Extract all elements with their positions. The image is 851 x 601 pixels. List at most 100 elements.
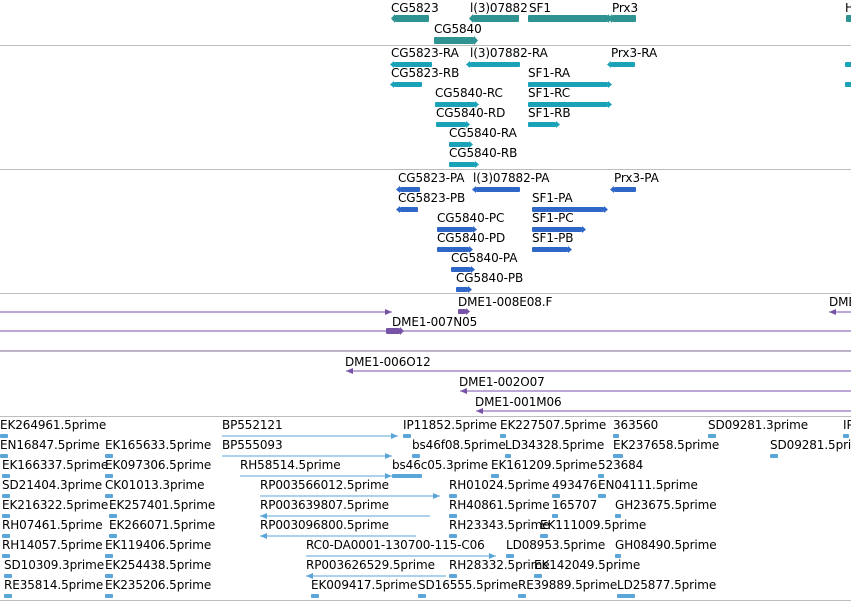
- est-glyph[interactable]: [4, 574, 12, 578]
- est-label[interactable]: SD21404.3prime: [2, 478, 103, 492]
- est-glyph[interactable]: [491, 474, 499, 478]
- est-glyph[interactable]: [552, 514, 558, 518]
- transcript-label[interactable]: Prx3-RA: [611, 46, 658, 60]
- est-label[interactable]: 165707: [552, 498, 598, 512]
- gene-glyph[interactable]: [846, 15, 851, 22]
- clone-label[interactable]: DME1-001M06: [475, 395, 562, 409]
- est-label[interactable]: bs46c05.3prime: [392, 458, 489, 472]
- est-label[interactable]: RC0-DA0001-130700-115-C06: [306, 538, 485, 552]
- transcript-glyph[interactable]: [449, 161, 479, 168]
- est-glyph[interactable]: [708, 434, 716, 438]
- est-label[interactable]: EK097306.5prime: [105, 458, 212, 472]
- protein-glyph[interactable]: [437, 246, 473, 253]
- est-label[interactable]: SD16555.5prime: [418, 578, 519, 592]
- transcript-label[interactable]: SF1-RA: [528, 66, 570, 80]
- est-label[interactable]: CK01013.3prime: [105, 478, 205, 492]
- protein-label[interactable]: Prx3-PA: [614, 171, 659, 185]
- est-label[interactable]: EK257401.5prime: [109, 498, 216, 512]
- clone-glyph[interactable]: [476, 408, 851, 414]
- est-glyph[interactable]: [2, 494, 10, 498]
- gene-label[interactable]: CG5840: [434, 22, 482, 36]
- protein-glyph[interactable]: [532, 226, 586, 233]
- est-label[interactable]: EK254438.5prime: [105, 558, 212, 572]
- est-label[interactable]: RH23343.5prime: [449, 518, 550, 532]
- protein-glyph[interactable]: [451, 266, 475, 273]
- transcript-label[interactable]: CG5840-RC: [435, 86, 503, 100]
- est-glyph[interactable]: [2, 554, 10, 558]
- est-label[interactable]: RE35814.5prime: [4, 578, 104, 592]
- transcript-label[interactable]: CG5823-RA: [391, 46, 459, 60]
- est-glyph[interactable]: [105, 474, 113, 478]
- est-glyph[interactable]: [240, 473, 392, 479]
- est-label[interactable]: RH58514.5prime: [240, 458, 341, 472]
- transcript-glyph[interactable]: [390, 61, 432, 68]
- protein-label[interactable]: l(3)07882-PA: [473, 171, 550, 185]
- est-label[interactable]: EK165633.5prime: [105, 438, 212, 452]
- clone-glyph[interactable]: [386, 327, 404, 335]
- est-glyph[interactable]: [0, 454, 8, 458]
- est-label[interactable]: IP11852.5prime: [403, 418, 497, 432]
- est-glyph[interactable]: [418, 594, 426, 598]
- est-glyph[interactable]: [109, 514, 117, 518]
- gene-glyph[interactable]: [608, 14, 636, 23]
- est-label[interactable]: BP552121: [222, 418, 283, 432]
- protein-label[interactable]: CG5823-PA: [398, 171, 465, 185]
- est-glyph[interactable]: [222, 433, 398, 439]
- est-label[interactable]: RP003626529.5prime: [306, 558, 435, 572]
- est-label[interactable]: 363560: [613, 418, 659, 432]
- est-glyph[interactable]: [260, 513, 430, 519]
- est-label[interactable]: RE39889.5prime: [518, 578, 618, 592]
- clone-label[interactable]: DME1-008E08.F: [458, 295, 553, 309]
- est-glyph[interactable]: [843, 434, 849, 438]
- est-glyph[interactable]: [598, 494, 606, 498]
- est-glyph[interactable]: [449, 574, 457, 578]
- protein-label[interactable]: CG5840-PD: [437, 231, 506, 245]
- est-label[interactable]: 493476: [552, 478, 598, 492]
- protein-glyph[interactable]: [532, 246, 572, 253]
- clone-glyph[interactable]: [458, 308, 470, 315]
- est-label[interactable]: SD09281.5prime: [770, 438, 851, 452]
- est-label[interactable]: LD34328.5prime: [505, 438, 605, 452]
- protein-label[interactable]: CG5840-PB: [456, 271, 524, 285]
- transcript-glyph[interactable]: [435, 101, 479, 108]
- est-label[interactable]: SD09281.3prime: [708, 418, 809, 432]
- est-label[interactable]: EK237658.5prime: [613, 438, 720, 452]
- transcript-glyph[interactable]: [845, 62, 851, 67]
- transcript-glyph[interactable]: [607, 61, 635, 68]
- transcript-label[interactable]: CG5840-RD: [436, 106, 506, 120]
- clone-glyph[interactable]: [346, 368, 851, 374]
- est-label[interactable]: RH01024.5prime: [449, 478, 550, 492]
- transcript-glyph[interactable]: [436, 121, 470, 128]
- clone-label[interactable]: DME1-007N05: [392, 315, 478, 329]
- protein-glyph[interactable]: [456, 286, 472, 293]
- est-glyph[interactable]: [449, 534, 457, 538]
- est-label[interactable]: EK266071.5prime: [109, 518, 216, 532]
- clone-glyph[interactable]: [0, 309, 392, 315]
- transcript-glyph[interactable]: [845, 82, 851, 87]
- transcript-label[interactable]: CG5823-RB: [391, 66, 460, 80]
- protein-label[interactable]: SF1-PB: [532, 231, 574, 245]
- est-glyph[interactable]: [412, 454, 420, 458]
- est-glyph[interactable]: [392, 474, 422, 478]
- est-glyph[interactable]: [449, 494, 457, 498]
- est-glyph[interactable]: [598, 474, 604, 478]
- transcript-glyph[interactable]: [449, 141, 473, 148]
- est-glyph[interactable]: [552, 494, 560, 498]
- clone-label[interactable]: DME1-006O12: [345, 355, 431, 369]
- est-glyph[interactable]: [260, 533, 416, 539]
- transcript-label[interactable]: CG5840-RB: [449, 146, 518, 160]
- est-label[interactable]: RP003096800.5prime: [260, 518, 389, 532]
- est-glyph[interactable]: [449, 514, 457, 518]
- est-label[interactable]: 523684: [598, 458, 644, 472]
- est-label[interactable]: EK161209.5prime: [491, 458, 598, 472]
- est-glyph[interactable]: [311, 594, 319, 598]
- transcript-label[interactable]: l(3)07882-RA: [470, 46, 548, 60]
- est-label[interactable]: RH14057.5prime: [2, 538, 103, 552]
- protein-glyph[interactable]: [437, 226, 477, 233]
- est-glyph[interactable]: [105, 574, 113, 578]
- transcript-glyph[interactable]: [390, 81, 422, 88]
- transcript-label[interactable]: SF1-RC: [528, 86, 571, 100]
- est-glyph[interactable]: [506, 554, 514, 558]
- clone-glyph[interactable]: [460, 388, 851, 394]
- transcript-glyph[interactable]: [466, 61, 520, 68]
